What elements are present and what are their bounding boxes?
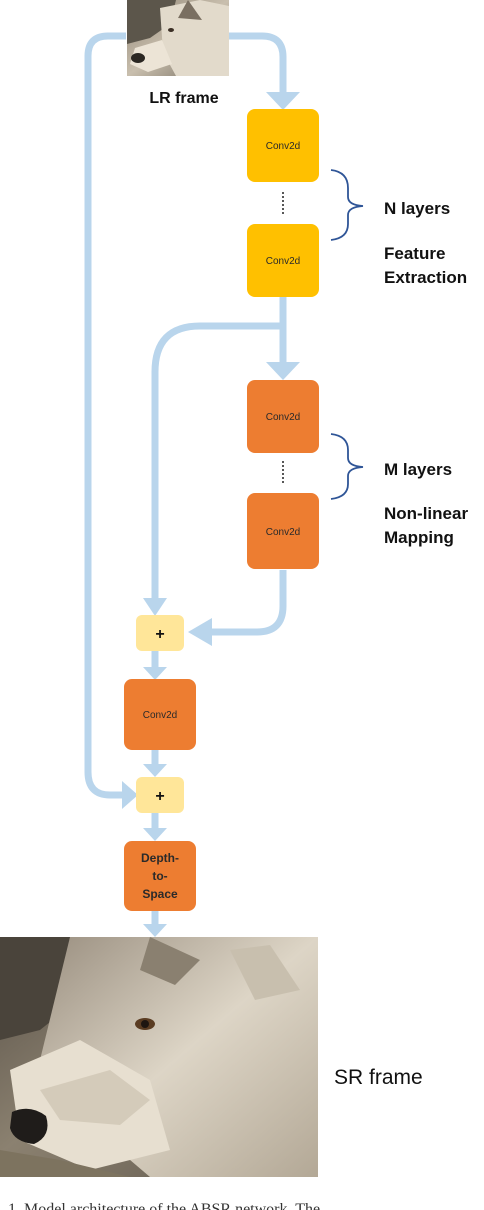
arrowhead-add2-left	[122, 781, 138, 809]
arrowhead-add2-top	[143, 764, 167, 777]
depth-to-space-line2: to-	[152, 869, 167, 883]
arrowhead-add1-right	[188, 618, 212, 646]
arrow-lr-to-conv	[229, 32, 287, 96]
arrowhead-mapping-top	[266, 362, 300, 380]
conv-after-add: Conv2d	[124, 679, 196, 750]
feature-conv-bottom: Conv2d	[247, 224, 319, 297]
lr-frame-image	[127, 0, 229, 76]
arrowhead-d2s-top	[143, 828, 167, 841]
mapping-name-line1: Non-linear	[384, 504, 468, 523]
add-node-1-symbol: +	[155, 626, 164, 643]
feature-count-label: N layers	[384, 199, 450, 218]
add-node-2: +	[136, 777, 184, 813]
arrow-skip-lr-to-add2	[84, 32, 126, 799]
mapping-conv-bottom: Conv2d	[247, 493, 319, 569]
mapping-conv-top-label: Conv2d	[266, 412, 300, 423]
mapping-conv-bottom-label: Conv2d	[266, 527, 300, 538]
mapping-name-line2: Mapping	[384, 528, 454, 547]
conv-after-add-label: Conv2d	[143, 710, 177, 721]
sr-frame-image	[0, 937, 318, 1177]
figure-caption: 1. Model architecture of the ABSR networ…	[8, 1201, 320, 1210]
lr-frame-label: LR frame	[149, 90, 218, 107]
arrow-heads	[122, 92, 300, 937]
arrowhead-conv-top	[266, 92, 300, 110]
sr-frame-label: SR frame	[334, 1066, 423, 1089]
depth-to-space-block: Depth- to- Space	[124, 841, 196, 911]
feature-ellipsis	[282, 192, 284, 214]
feature-conv-top-label: Conv2d	[266, 141, 300, 152]
feature-name-line1: Feature	[384, 244, 445, 263]
arrow-skip-feature-to-add1	[151, 322, 283, 601]
mapping-ellipsis	[282, 461, 284, 483]
add-node-1: +	[136, 615, 184, 651]
arrowhead-conv-bottom-top	[143, 667, 167, 680]
add-node-2-symbol: +	[155, 788, 164, 805]
arrowhead-add1-top	[143, 598, 167, 616]
feature-conv-bottom-label: Conv2d	[266, 256, 300, 267]
depth-to-space-line1: Depth-	[141, 851, 179, 865]
feature-name-line2: Extraction	[384, 268, 467, 287]
connectors	[84, 32, 287, 926]
feature-bracket	[330, 169, 364, 241]
feature-conv-top: Conv2d	[247, 109, 319, 182]
arrowhead-sr-top	[143, 924, 167, 937]
mapping-count-label: M layers	[384, 460, 452, 479]
arrow-mapping-to-add1	[210, 570, 287, 636]
mapping-conv-top: Conv2d	[247, 380, 319, 453]
depth-to-space-line3: Space	[142, 887, 178, 901]
mapping-bracket	[330, 433, 364, 500]
